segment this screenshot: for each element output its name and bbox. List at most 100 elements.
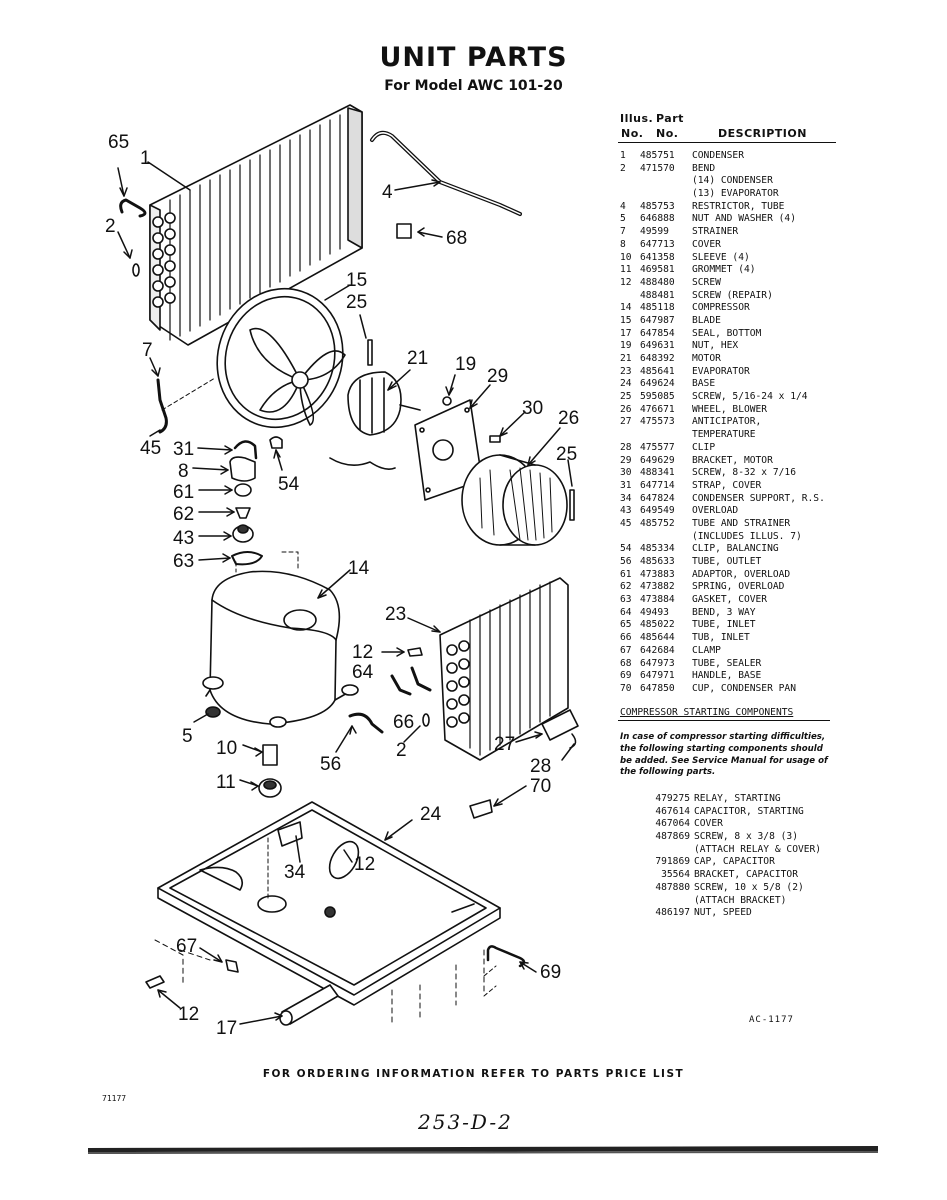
part-no: 49493 [640,606,669,618]
callout-65: 65 [108,132,129,153]
illus-no [618,188,640,201]
callout-54: 54 [278,474,300,495]
part-no: 647714 [640,479,675,491]
base-pan-drawing [157,801,501,1006]
fan-blade-drawing [216,287,346,429]
callout-21: 21 [407,348,428,369]
illus-no: 30 [620,467,632,479]
part-no: 791869 [655,856,690,868]
illus-no: 8 [620,238,626,250]
callout-17: 17 [216,1018,237,1039]
part-description: TUBE, INLET [692,619,756,631]
parts-row: (14) CONDENSER [618,175,858,188]
illus-no: 21 [620,353,632,364]
part-no: 647713 [640,238,675,250]
part-description: (13) EVAPORATOR [692,188,779,200]
illus-no: 28 [620,441,632,453]
part-description: RELAY, STARTING [694,793,781,804]
callout-4: 4 [382,182,393,203]
starting-row: 791869 CAP, CAPACITOR [618,856,858,869]
illus-no: 15 [620,314,632,326]
starting-row: (ATTACH BRACKET) [618,895,858,908]
condenser-drawing [149,104,363,346]
callout-66: 66 [393,712,414,733]
ordering-footer: FOR ORDERING INFORMATION REFER TO PARTS … [262,1068,685,1080]
callout-23: 23 [385,604,406,625]
callout-63: 63 [173,551,194,572]
part-description: COMPRESSOR [692,302,750,314]
callout-2-lower: 2 [396,740,407,761]
part-description: BEND, 3 WAY [692,606,756,618]
handwritten-note: 253-D-2 [418,1110,513,1134]
illus-no: 56 [620,556,632,567]
illus-no: 62 [620,581,632,593]
illus-no: 67 [620,644,632,656]
callout-5: 5 [182,726,193,747]
parts-row: (13) EVAPORATOR [618,188,858,201]
callout-12-bottom: 12 [178,1004,199,1025]
part-description: EVAPORATOR [692,365,750,377]
illus-no: 7 [620,226,626,238]
callout-27: 27 [494,734,515,755]
part-description: SCREW [692,276,721,288]
part-description: TUB, INLET [692,632,750,644]
part-description: CAPACITOR, STARTING [694,805,804,817]
illus-no: 70 [620,682,632,694]
part-no: 475577 [640,441,675,453]
illus-no: 11 [620,264,632,276]
part-description: CUP, CONDENSER PAN [692,682,796,694]
part-description: COVER [694,818,723,830]
illus-no: 61 [620,568,632,580]
part-description: SLEEVE (4) [692,251,750,263]
evaporator-drawing [439,577,569,761]
callout-25-top: 25 [346,292,367,313]
part-no: 485334 [640,543,675,555]
part-no: 485022 [640,619,675,631]
part-no: 485633 [640,556,675,567]
illus-no [618,531,640,544]
part-no: 488480 [640,276,675,288]
callout-69: 69 [540,962,561,983]
part-description: CAP, CAPACITOR [694,856,775,868]
starting-components-title: COMPRESSOR STARTING COMPONENTS [620,707,794,718]
callout-26: 26 [558,408,579,429]
callout-64: 64 [352,662,374,683]
part-description: NUT, SPEED [694,907,752,919]
part-no: 642684 [640,644,675,656]
part-no: 647850 [640,682,675,694]
part-description: ANTICIPATOR, [692,416,762,428]
part-description: MOTOR [692,353,721,364]
part-no: 473883 [640,568,675,580]
part-description: RESTRICTOR, TUBE [692,200,785,212]
header-part-2: No. [656,127,679,140]
part-no: 488341 [640,467,675,479]
part-no: 647973 [640,657,675,669]
illus-no: 43 [620,505,632,517]
part-description: COVER [692,238,721,250]
part-description: CONDENSER SUPPORT, R.S. [692,492,825,504]
part-no: 485118 [640,302,675,314]
part-description: TUBE, SEALER [692,657,762,669]
part-description: SCREW, 8-32 x 7/16 [692,467,796,479]
part-description: STRAP, COVER [692,479,762,491]
